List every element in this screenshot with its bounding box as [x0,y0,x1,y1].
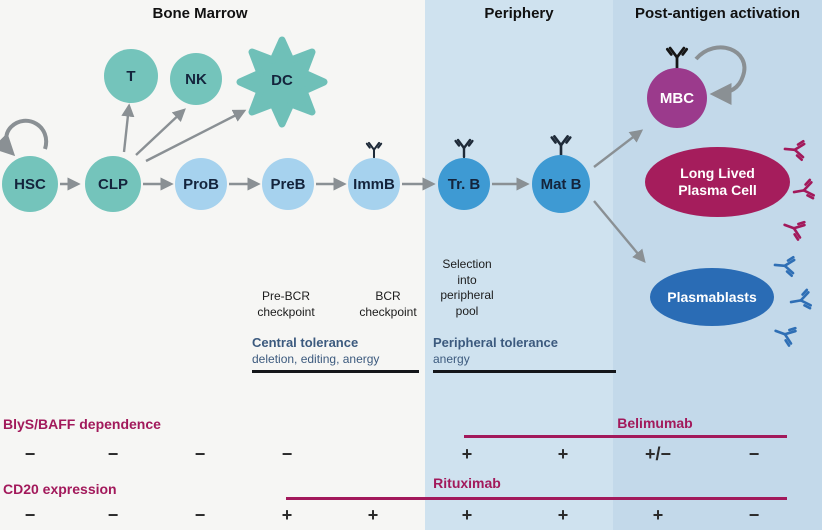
secreted-antibody-icon [772,254,796,278]
baff-dependence-label: BlyS/BAFF dependence [3,416,161,432]
cell-trb: Tr. B [438,158,490,210]
cd20-sign-mbc: + [652,505,664,525]
cd20-sign-hsc: − [24,505,36,525]
cd20-sign-immb: + [367,505,379,525]
baff-sign-clp: − [107,444,119,464]
peripheral-tolerance-detail: anergy [433,352,470,366]
baff-sign-trb: + [461,444,473,464]
cell-immb: ImmB [348,158,400,210]
cd20-sign-prob: − [194,505,206,525]
secreted-antibody-icon [771,320,798,348]
belimumab-span-line [464,435,787,438]
arrow-clp-nk [135,108,186,156]
cell-plasmablasts: Plasmablasts [650,268,774,326]
cd20-sign-clp: − [107,505,119,525]
baff-sign-matb: + [557,444,569,464]
bcr-antibody-icon [665,46,689,70]
baff-sign-hsc: − [24,444,36,464]
secreted-antibody-icon [782,138,806,162]
cell-hsc: HSC [2,156,58,212]
central-tolerance-underline [252,370,419,373]
arrow-clp-dc [145,109,247,163]
cell-prob: ProB [175,158,227,210]
bcr-antibody-icon [550,135,572,157]
secreted-antibody-icon [791,178,816,203]
baff-sign-preb: − [281,444,293,464]
arrow-clp-t [121,103,135,153]
baff-sign-plasma: − [748,444,760,464]
central-tolerance-detail: deletion, editing, anergy [252,352,380,366]
arrow-matb-mbc [593,129,644,168]
central-tolerance-label: Central tolerance [252,335,359,350]
rituximab-label: Rituximab [433,475,501,491]
hsc-self-renewal-arrow [0,118,49,157]
cell-dc-label: DC [271,72,293,89]
secreted-antibody-icon [788,288,813,313]
bcr-antibody-icon [454,138,474,159]
periphery-header: Periphery [484,5,554,22]
secreted-antibody-icon [780,214,807,242]
arrow-matb-plasmablasts [593,200,646,264]
cd20-sign-plasma: − [748,505,760,525]
rituximab-span-line [286,497,787,500]
selection-note: Selection into peripheral pool [440,257,494,318]
peripheral-tolerance-label: Peripheral tolerance [433,335,558,350]
mbc-self-renewal-arrow [694,45,747,105]
cell-t: T [104,49,158,103]
belimumab-label: Belimumab [617,415,693,431]
cell-matb: Mat B [532,155,590,213]
cell-clp: CLP [85,156,141,212]
post-antigen-header: Post-antigen activation [634,5,801,22]
cd20-expression-label: CD20 expression [3,481,117,497]
bcr-antibody-icon [365,141,383,159]
bone-marrow-header: Bone Marrow [152,5,248,22]
dc-cell-shape [236,36,328,128]
cell-mbc: MBC [647,68,707,128]
cell-nk: NK [170,53,222,105]
pre-bcr-checkpoint-note: Pre-BCR checkpoint [257,289,315,319]
cd20-sign-matb: + [557,505,569,525]
periphery-region [425,0,613,530]
bcr-checkpoint-note: BCR checkpoint [359,289,417,319]
cell-preb: PreB [262,158,314,210]
cd20-sign-preb: + [281,505,293,525]
peripheral-tolerance-underline [433,370,616,373]
cell-long-lived-plasma-cell: Long Lived Plasma Cell [645,147,790,217]
baff-sign-prob: − [194,444,206,464]
baff-sign-mbc: +/− [644,444,672,464]
cd20-sign-trb: + [461,505,473,525]
